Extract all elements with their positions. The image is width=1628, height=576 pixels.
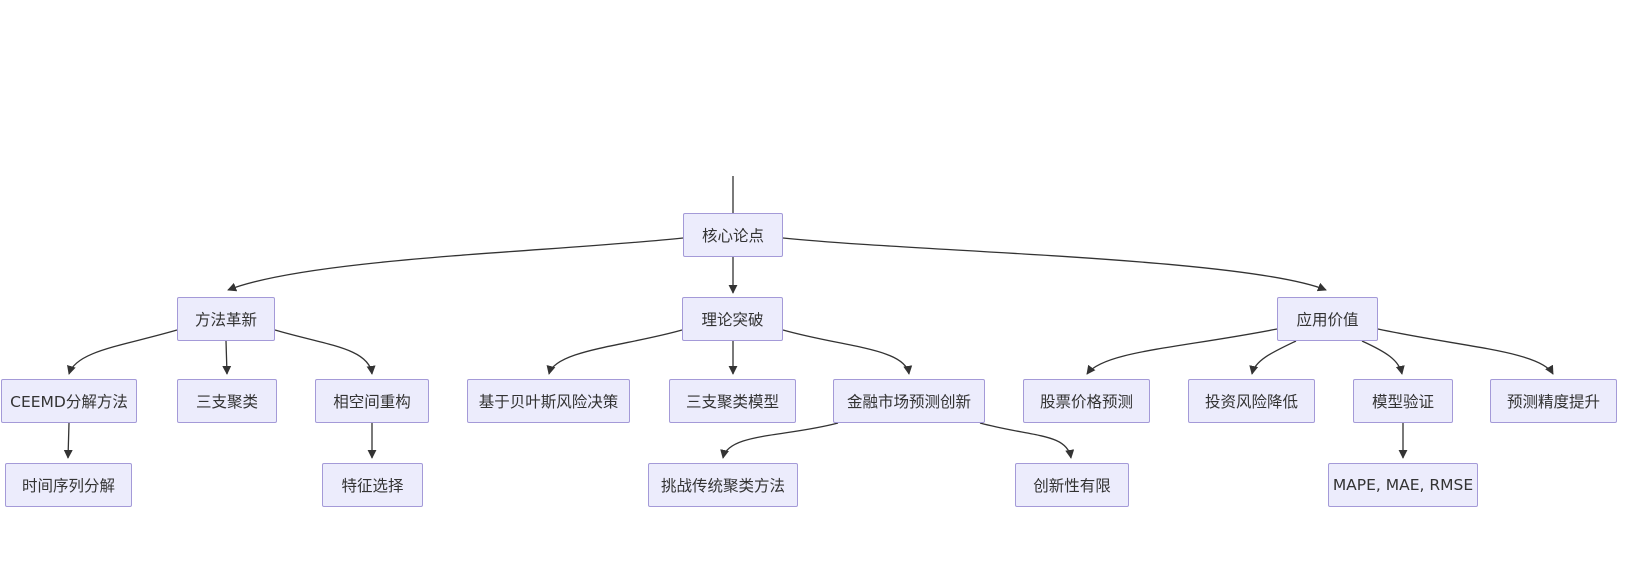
node-feature-selection: 特征选择 [322,463,423,507]
node-model-validation: 模型验证 [1353,379,1453,423]
node-method-innovation: 方法革新 [177,297,275,341]
node-investment-risk-reduction: 投资风险降低 [1188,379,1315,423]
edge-method-to-threeway [222,340,232,375]
node-core-thesis: 核心论点 [683,213,783,257]
node-time-series-decomposition: 时间序列分解 [5,463,132,507]
edge-finance-to-limited [979,422,1075,459]
edge-theory-to-bayes [546,329,683,375]
node-forecast-accuracy-improvement: 预测精度提升 [1490,379,1617,423]
node-theoretical-breakthrough: 理论突破 [682,297,783,341]
node-financial-market-forecast-innovation: 金融市场预测创新 [833,379,985,423]
edge-method-to-phase [274,329,376,375]
edge-theory-to-finance [782,329,913,375]
edge-method-to-ceemd [67,329,178,375]
edge-core-to-application [782,237,1327,292]
node-stock-price-prediction: 股票价格预测 [1023,379,1150,423]
node-ceemd-decomposition: CEEMD分解方法 [1,379,137,423]
node-three-way-clustering: 三支聚类 [177,379,277,423]
edge-finance-to-challenge [720,422,839,459]
edge-application-to-risk [1249,340,1297,375]
edge-application-to-accuracy [1377,328,1554,375]
node-phase-space-reconstruction: 相空间重构 [315,379,429,423]
node-limited-novelty: 创新性有限 [1015,463,1129,507]
edge-application-to-stock [1086,328,1278,375]
edge-application-to-validation [1361,340,1405,375]
node-evaluation-metrics: MAPE, MAE, RMSE [1328,463,1478,507]
edge-core-to-method [227,237,684,292]
node-application-value: 应用价值 [1277,297,1378,341]
node-three-way-clustering-model: 三支聚类模型 [669,379,796,423]
node-challenge-traditional-clustering: 挑战传统聚类方法 [648,463,798,507]
node-bayesian-risk-decision: 基于贝叶斯风险决策 [467,379,630,423]
edge-ceemd-to-decomposition [63,422,73,459]
